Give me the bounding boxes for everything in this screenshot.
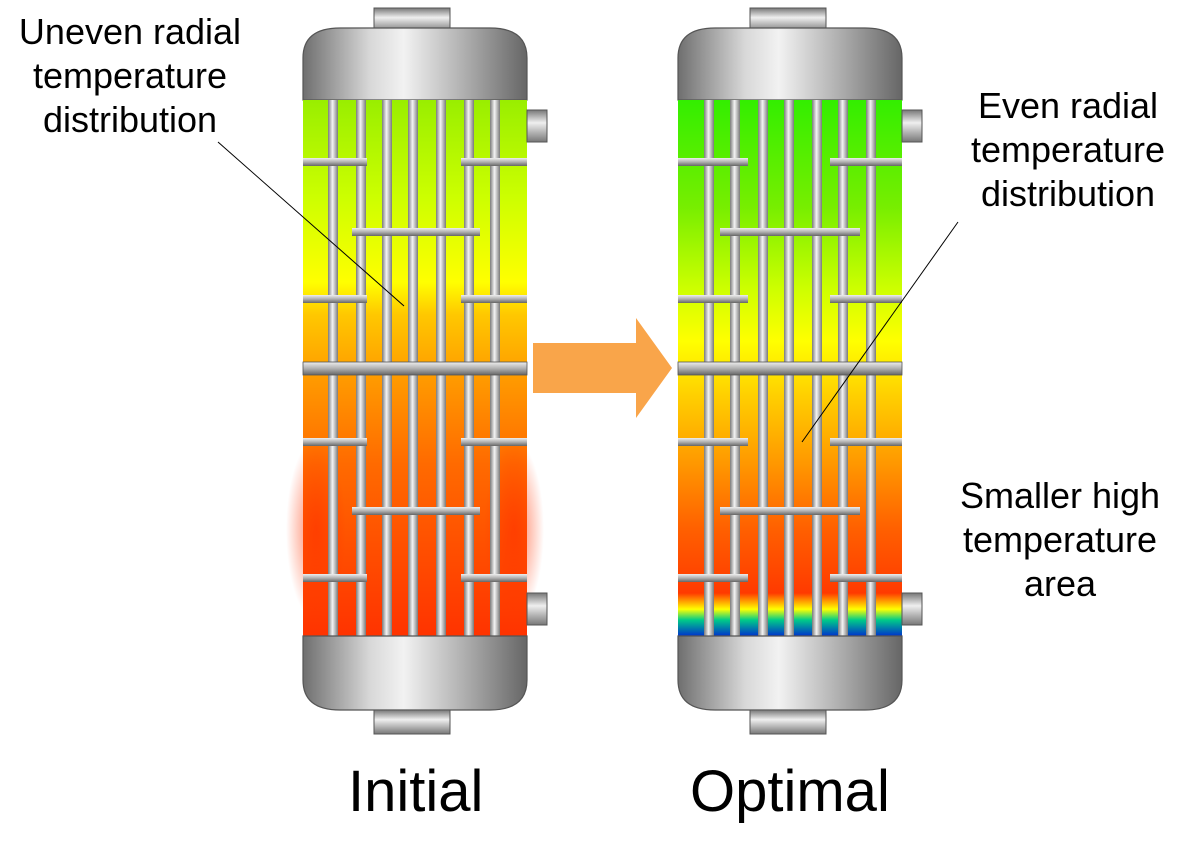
annotation-line: distribution bbox=[980, 173, 1156, 214]
annotation-line: temperature bbox=[32, 55, 228, 96]
caption-optimal: Optimal bbox=[690, 759, 890, 824]
annotation-line: Even radial bbox=[977, 85, 1159, 126]
baffle bbox=[830, 295, 902, 303]
annotation-line: temperature bbox=[970, 129, 1166, 170]
mid-support-plate bbox=[302, 361, 528, 376]
baffle bbox=[720, 228, 860, 236]
mid-support-plate bbox=[677, 361, 903, 376]
annotation-line: area bbox=[1023, 563, 1097, 604]
baffle bbox=[678, 295, 748, 303]
baffle bbox=[830, 158, 902, 166]
top-head bbox=[677, 27, 903, 101]
baffle bbox=[678, 574, 748, 582]
bottom-nozzle bbox=[749, 709, 827, 735]
baffle bbox=[303, 158, 367, 166]
shell-nozzle-upper bbox=[526, 109, 548, 143]
bottom-head bbox=[302, 635, 528, 711]
annotation-line: Uneven radial bbox=[18, 11, 242, 52]
baffle bbox=[303, 295, 367, 303]
baffle bbox=[461, 158, 527, 166]
baffle bbox=[720, 507, 860, 515]
shell-nozzle-upper bbox=[901, 109, 923, 143]
annotation-uneven-distribution: Uneven radial temperature distribution bbox=[10, 10, 250, 142]
leader-line-even bbox=[801, 221, 959, 443]
baffle bbox=[461, 574, 527, 582]
baffle bbox=[461, 438, 527, 446]
annotation-smaller-high-temp: Smaller high temperature area bbox=[950, 474, 1170, 606]
shell-nozzle-lower bbox=[901, 592, 923, 626]
caption-initial: Initial bbox=[348, 759, 484, 824]
shell-nozzle-lower bbox=[526, 592, 548, 626]
baffle bbox=[303, 438, 367, 446]
annotation-line: distribution bbox=[42, 99, 218, 140]
baffle bbox=[830, 438, 902, 446]
leader-line-uneven bbox=[217, 141, 405, 307]
top-head bbox=[302, 27, 528, 101]
baffle bbox=[352, 507, 480, 515]
initial-heat-exchanger bbox=[286, 7, 548, 735]
bottom-head bbox=[677, 635, 903, 711]
baffle bbox=[352, 228, 480, 236]
baffle bbox=[678, 438, 748, 446]
baffle bbox=[830, 574, 902, 582]
annotation-even-distribution: Even radial temperature distribution bbox=[958, 84, 1178, 216]
bottom-nozzle bbox=[373, 709, 451, 735]
baffle bbox=[461, 295, 527, 303]
baffle bbox=[303, 574, 367, 582]
annotation-line: Smaller high bbox=[959, 475, 1161, 516]
baffle bbox=[678, 158, 748, 166]
baffles bbox=[302, 158, 528, 582]
baffles bbox=[677, 158, 903, 582]
transition-arrow bbox=[533, 318, 672, 418]
optimal-heat-exchanger bbox=[677, 7, 923, 735]
annotation-line: temperature bbox=[962, 519, 1158, 560]
